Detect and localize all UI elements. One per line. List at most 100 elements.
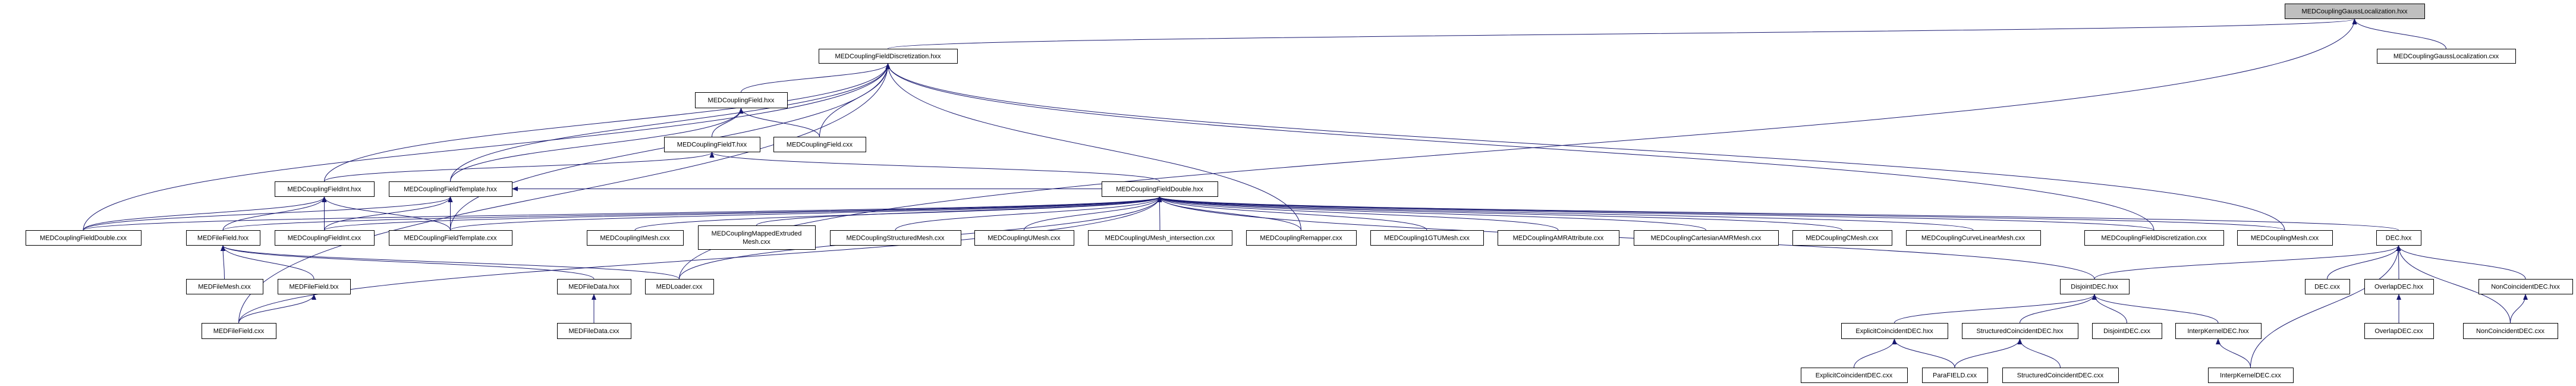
node-label: MEDCoupling1GTUMesh.cxx — [1384, 234, 1470, 241]
node-label: MEDCouplingFieldInt.cxx — [288, 234, 361, 241]
node-box — [2285, 4, 2425, 19]
file-node[interactable]: StructuredCoincidentDEC.hxx — [1962, 323, 2078, 339]
edges-layer — [83, 18, 2528, 368]
node-label: NonCoincidentDEC.cxx — [2476, 328, 2544, 335]
file-node[interactable]: MEDCouplingAMRAttribute.cxx — [1498, 230, 1619, 246]
node-box — [1906, 230, 2041, 246]
node-box — [2364, 323, 2434, 339]
file-node[interactable]: MEDFileData.cxx — [557, 323, 631, 339]
file-node[interactable]: MEDCouplingFieldDiscretization.hxx — [819, 49, 958, 64]
node-label: MEDCouplingFieldTemplate.cxx — [404, 234, 497, 241]
file-node[interactable]: MEDCouplingField.hxx — [695, 92, 788, 108]
file-node[interactable]: ParaFIELD.cxx — [1922, 368, 1988, 383]
file-node[interactable]: MEDCouplingUMesh_intersection.cxx — [1088, 230, 1232, 246]
node-label: MEDCouplingFieldInt.hxx — [287, 186, 361, 193]
edge-mesh_cxx-to-fd_hxx — [885, 63, 2285, 231]
file-node[interactable]: NonCoincidentDEC.cxx — [2463, 323, 2558, 339]
node-label: MEDCouplingGaussLocalization.hxx — [2302, 8, 2408, 15]
node-box — [2376, 230, 2421, 246]
file-node[interactable]: OverlapDEC.hxx — [2364, 279, 2434, 294]
edge-disj_hxx-to-dec_hxx — [2094, 245, 2401, 280]
file-node[interactable]: MEDCouplingCurveLinearMesh.cxx — [1906, 230, 2041, 246]
edge-fdb_hxx-to-ft_hxx — [709, 152, 1160, 182]
edge-fdb_cxx-to-fdb_hxx — [83, 196, 1162, 231]
node-box — [1088, 230, 1232, 246]
root-file-node[interactable]: MEDCouplingGaussLocalization.hxx — [2285, 4, 2425, 19]
file-node[interactable]: MEDCouplingUMesh.cxx — [974, 230, 1074, 246]
file-node[interactable]: InterpKernelDEC.cxx — [2208, 368, 2294, 383]
file-node[interactable]: MEDFileField.cxx — [202, 323, 276, 339]
file-node[interactable]: MEDCouplingFieldInt.cxx — [275, 230, 375, 246]
node-label: MEDCouplingMesh.cxx — [2251, 234, 2319, 241]
node-label: DisjointDEC.hxx — [2071, 283, 2118, 290]
edge-fdb_cxx-to-ftm_hxx — [83, 196, 453, 231]
node-box — [1922, 368, 1988, 383]
file-node[interactable]: MEDCouplingFieldInt.hxx — [275, 181, 375, 197]
node-label: MEDCouplingMappedExtruded — [712, 230, 802, 237]
node-box — [557, 323, 631, 339]
file-node[interactable]: DEC.cxx — [2305, 279, 2350, 294]
file-node[interactable]: MEDCouplingFieldDouble.hxx — [1102, 181, 1218, 197]
edge-umesh-to-fdb_hxx — [1024, 196, 1162, 231]
node-box — [2208, 368, 2294, 383]
file-node[interactable]: MEDCouplingRemapper.cxx — [1246, 230, 1357, 246]
node-label: Mesh.cxx — [743, 238, 770, 246]
file-node[interactable]: MEDCoupling1GTUMesh.cxx — [1370, 230, 1484, 246]
file-node[interactable]: MEDCouplingField.cxx — [773, 137, 866, 152]
file-node[interactable]: ExplicitCoincidentDEC.hxx — [1841, 323, 1948, 339]
node-label: MEDCouplingCurveLinearMesh.cxx — [1921, 234, 2025, 241]
file-node[interactable]: MEDCouplingCMesh.cxx — [1792, 230, 1892, 246]
edge-mff_cxx-to-mff_txx — [238, 294, 316, 324]
file-node[interactable]: MEDCouplingFieldDouble.cxx — [26, 230, 141, 246]
node-box — [557, 279, 631, 294]
file-node[interactable]: NonCoincidentDEC.hxx — [2479, 279, 2573, 294]
file-node[interactable]: ExplicitCoincidentDEC.cxx — [1801, 368, 1908, 383]
file-node[interactable]: MEDCouplingCartesianAMRMesh.cxx — [1634, 230, 1779, 246]
edge-scd_hxx-to-disj_hxx — [2020, 294, 2097, 324]
file-node[interactable]: MEDLoader.cxx — [645, 279, 714, 294]
file-node[interactable]: MEDFileField.txx — [278, 279, 351, 294]
file-node[interactable]: MEDCouplingStructuredMesh.cxx — [830, 230, 961, 246]
node-box — [1102, 181, 1218, 197]
edge-curve-to-fdb_hxx — [1157, 196, 1974, 231]
node-label: MEDCouplingRemapper.cxx — [1260, 234, 1342, 241]
file-node[interactable]: DEC.hxx — [2376, 230, 2421, 246]
node-box — [275, 181, 375, 197]
edge-f_hxx-to-fd_hxx — [741, 63, 891, 93]
edge-mesh_cxx-to-fdb_hxx — [1158, 196, 2285, 231]
edge-ecd_hxx-to-disj_hxx — [1894, 294, 2097, 324]
node-label: DEC.hxx — [2386, 234, 2412, 241]
file-node[interactable]: MEDCouplingMesh.cxx — [2237, 230, 2333, 246]
node-box — [186, 279, 263, 294]
file-node[interactable]: MEDCouplingFieldTemplate.cxx — [389, 230, 512, 246]
file-node[interactable]: MEDFileMesh.cxx — [186, 279, 263, 294]
node-label: MEDCouplingField.hxx — [708, 97, 775, 104]
file-node[interactable]: StructuredCoincidentDEC.cxx — [2002, 368, 2119, 383]
edge-disj_hxx-to-fdb_hxx — [1157, 196, 2095, 280]
node-label: StructuredCoincidentDEC.hxx — [1976, 328, 2064, 335]
file-node[interactable]: MEDFileField.hxx — [186, 230, 260, 246]
node-box — [389, 181, 512, 197]
node-label: MEDFileField.txx — [289, 283, 339, 290]
file-node[interactable]: MEDCouplingGaussLocalization.cxx — [2377, 49, 2516, 64]
node-box — [2002, 368, 2119, 383]
file-node[interactable]: OverlapDEC.cxx — [2364, 323, 2434, 339]
node-label: MEDCouplingUMesh_intersection.cxx — [1105, 234, 1215, 241]
file-node[interactable]: MEDFileData.hxx — [557, 279, 631, 294]
file-node[interactable]: DisjointDEC.hxx — [2060, 279, 2130, 294]
node-label: MEDCouplingFieldDiscretization.cxx — [2101, 234, 2207, 241]
edge-cart-to-fdb_hxx — [1157, 196, 1706, 231]
node-label: MEDCouplingUMesh.cxx — [987, 234, 1061, 241]
node-label: StructuredCoincidentDEC.cxx — [2017, 372, 2104, 379]
file-node[interactable]: DisjointDEC.cxx — [2092, 323, 2162, 339]
node-label: DisjointDEC.cxx — [2103, 328, 2150, 335]
file-node[interactable]: MEDCouplingFieldDiscretization.cxx — [2084, 230, 2224, 246]
node-box — [645, 279, 714, 294]
file-node[interactable]: MEDCouplingIMesh.cxx — [587, 230, 684, 246]
edge-cmesh-to-fdb_hxx — [1157, 196, 1842, 231]
file-node[interactable]: InterpKernelDEC.hxx — [2175, 323, 2262, 339]
file-node[interactable]: MEDCouplingFieldTemplate.hxx — [389, 181, 512, 197]
file-node[interactable]: MEDCouplingFieldT.hxx — [664, 137, 760, 152]
edge-nc_hxx-to-dec_hxx — [2396, 245, 2526, 280]
